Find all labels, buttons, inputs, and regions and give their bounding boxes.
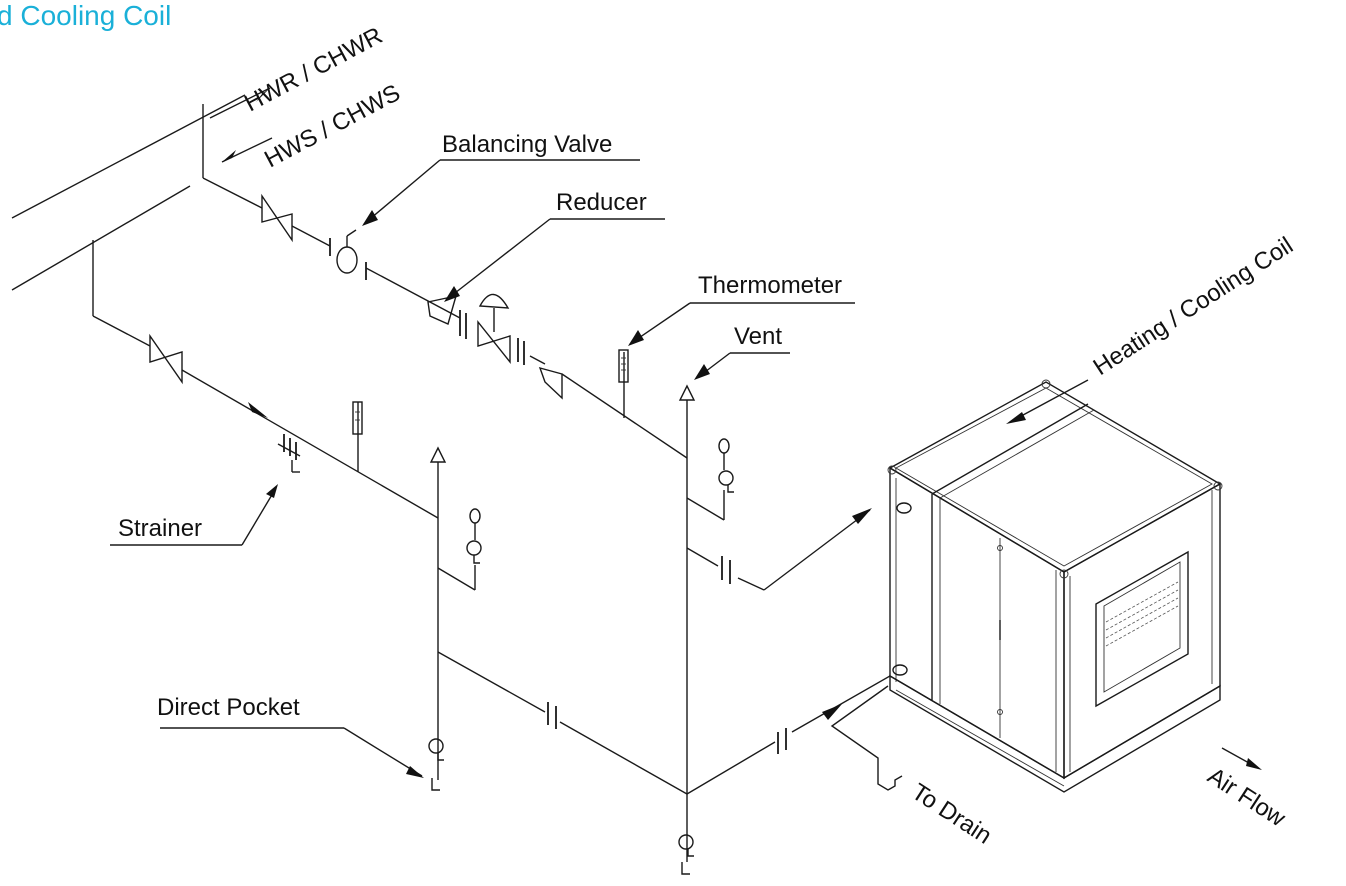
label-to-drain: To Drain [907, 778, 997, 849]
supply-branch-pipe [92, 315, 439, 519]
left-riser-test-valve [466, 508, 482, 564]
center-riser-test-valve [718, 438, 734, 493]
supply-flow-arrow [248, 402, 268, 418]
label-air-flow: Air Flow [1203, 762, 1291, 832]
label-balancing-valve: Balancing Valve [442, 131, 612, 158]
left-bottom-drain-valve [428, 738, 444, 791]
thermometer-return-symbol [618, 349, 629, 383]
label-reducer: Reducer [556, 189, 647, 216]
label-direct-pocket: Direct Pocket [157, 694, 300, 721]
label-vent: Vent [734, 323, 782, 350]
balancing-valve-symbol [329, 229, 367, 280]
thermometer-supply-symbol [352, 401, 363, 435]
strainer-symbol [277, 434, 301, 473]
label-heating-cooling-coil: Heating / Cooling Coil [1089, 232, 1298, 381]
air-handling-unit [887, 379, 1223, 793]
center-bottom-drain-valve [678, 834, 694, 875]
label-leaders [110, 87, 1262, 778]
left-riser-pipe [429, 446, 688, 795]
supply-gate-valve [149, 333, 183, 385]
label-strainer: Strainer [118, 515, 202, 542]
main-header-pipes [11, 94, 246, 316]
diagram-title: d Cooling Coil [0, 0, 171, 31]
return-branch-pipe [202, 177, 688, 459]
return-gate-valve [261, 193, 293, 243]
drain-trap-line [830, 685, 903, 791]
coil-inlet-arrows [822, 508, 872, 720]
label-thermometer: Thermometer [698, 272, 842, 299]
reducer-symbol-2 [538, 366, 563, 400]
reducer-symbol [427, 295, 467, 339]
control-valve-symbol [477, 293, 525, 365]
center-riser-pipe [678, 384, 891, 862]
